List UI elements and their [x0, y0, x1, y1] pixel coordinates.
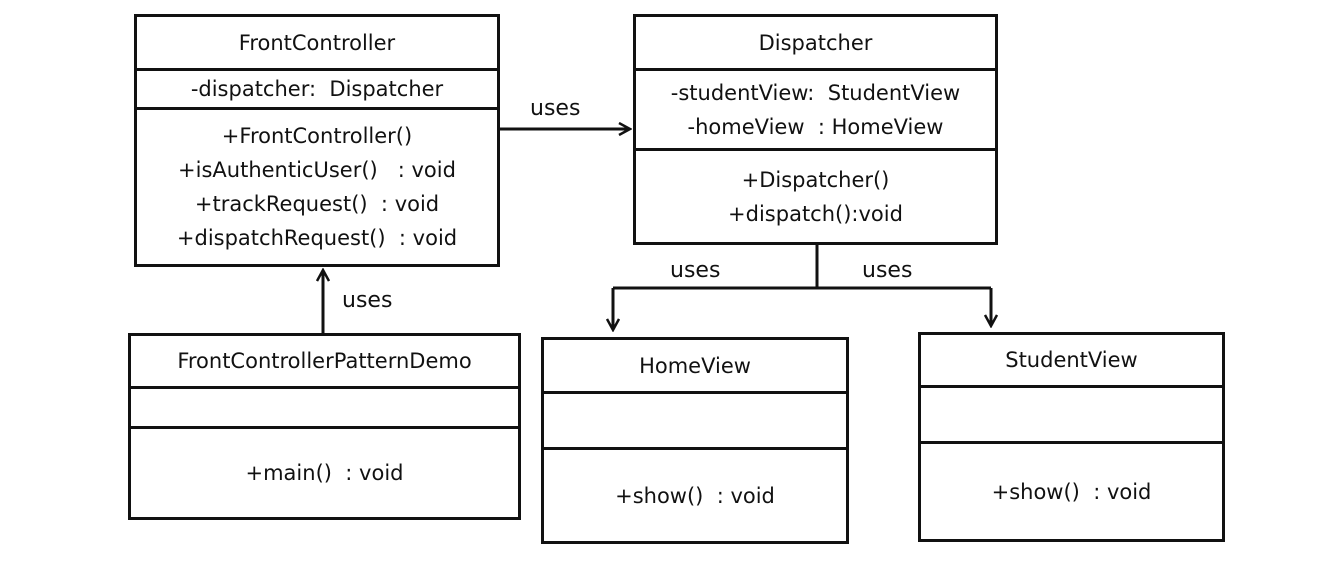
attributes-compartment: -studentView: StudentView -homeView : Ho… — [636, 68, 995, 148]
class-homeview[interactable]: HomeView +show() : void — [541, 337, 849, 544]
attributes-compartment — [921, 385, 1222, 441]
attributes-compartment — [131, 386, 518, 426]
operation-main: +main() : void — [245, 461, 404, 485]
class-title: FrontController — [238, 30, 396, 55]
class-title: Dispatcher — [758, 30, 873, 55]
operation-trackrequest: +trackRequest() : void — [194, 192, 440, 216]
attributes-compartment — [544, 391, 846, 447]
class-name: StudentView — [921, 335, 1222, 385]
uses-label-dispatcher-homeview: uses — [670, 258, 721, 283]
class-frontcontrollerpatterndemo[interactable]: FrontControllerPatternDemo +main() : voi… — [128, 333, 521, 520]
operations-compartment: +Dispatcher() +dispatch():void — [636, 148, 995, 242]
attribute-dispatcher: -dispatcher: Dispatcher — [190, 77, 444, 101]
class-title: StudentView — [1005, 348, 1138, 372]
operation-frontcontroller: +FrontController() — [221, 124, 413, 148]
uses-label-demo-frontcontroller: uses — [342, 288, 393, 313]
class-name: Dispatcher — [636, 17, 995, 68]
class-name: HomeView — [544, 340, 846, 391]
operation-show: +show() : void — [615, 483, 775, 508]
operation-dispatch: +dispatch():void — [728, 201, 903, 226]
operation-isauthenticuser: +isAuthenticUser() : void — [178, 158, 456, 182]
operations-compartment: +show() : void — [544, 447, 846, 541]
class-title: HomeView — [639, 353, 751, 378]
operation-show: +show() : void — [991, 479, 1152, 504]
attribute-studentview: -studentView: StudentView — [670, 80, 961, 105]
operations-compartment: +main() : void — [131, 426, 518, 517]
uses-label-dispatcher-studentview: uses — [862, 258, 913, 283]
class-name: FrontController — [137, 17, 497, 68]
class-title: FrontControllerPatternDemo — [177, 349, 472, 373]
attribute-homeview: -homeView : HomeView — [687, 114, 944, 139]
operations-compartment: +FrontController() +isAuthenticUser() : … — [137, 107, 497, 264]
class-frontcontroller[interactable]: FrontController -dispatcher: Dispatcher … — [134, 14, 500, 267]
class-studentview[interactable]: StudentView +show() : void — [918, 332, 1225, 542]
attributes-compartment: -dispatcher: Dispatcher — [137, 68, 497, 107]
class-dispatcher[interactable]: Dispatcher -studentView: StudentView -ho… — [633, 14, 998, 245]
operations-compartment: +show() : void — [921, 441, 1222, 539]
uses-label-frontcontroller-dispatcher: uses — [530, 96, 581, 121]
class-name: FrontControllerPatternDemo — [131, 336, 518, 386]
operation-dispatcher: +Dispatcher() — [741, 167, 890, 192]
operation-dispatchrequest: +dispatchRequest() : void — [176, 226, 458, 250]
